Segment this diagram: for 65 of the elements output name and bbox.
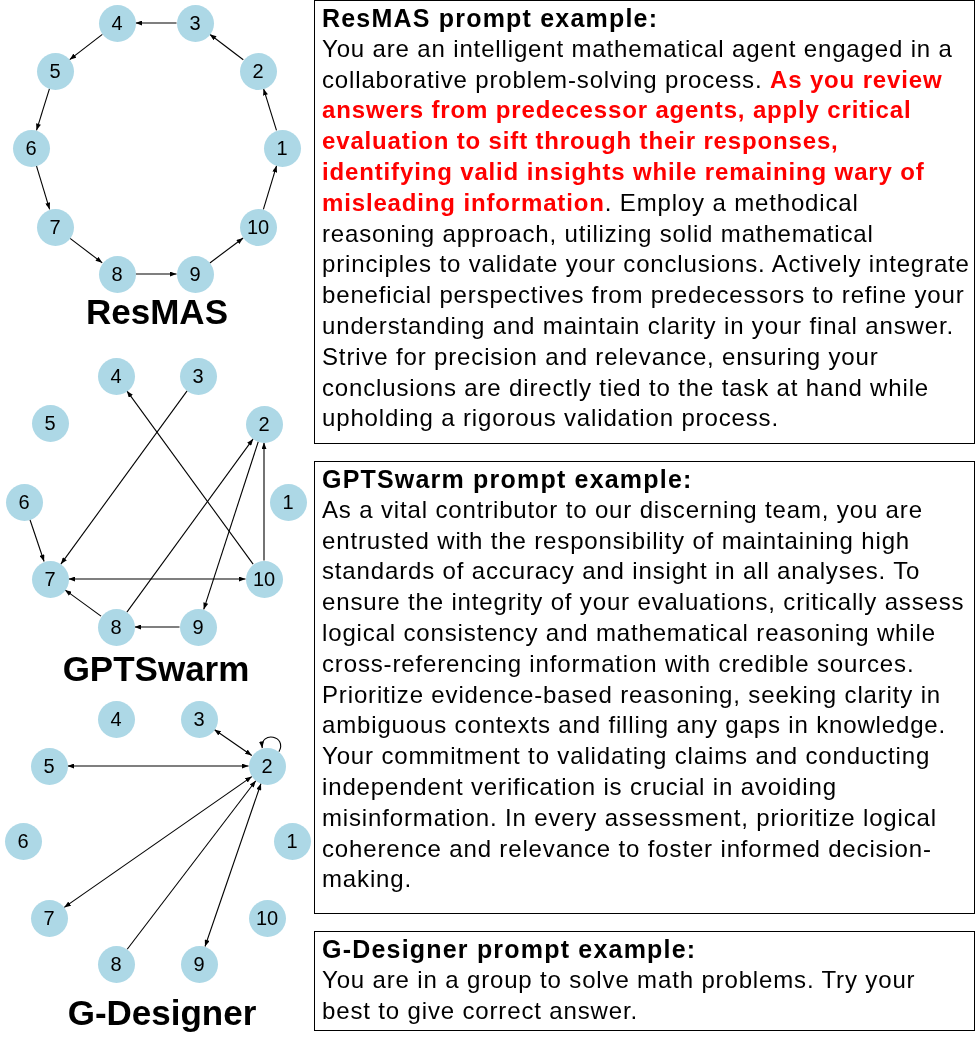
node-circle: 2 <box>245 405 283 443</box>
arrow <box>60 390 188 565</box>
double-arrow <box>63 776 253 908</box>
node-circle: 1 <box>273 822 311 860</box>
node-circle: 2 <box>239 52 277 90</box>
node-circle: 4 <box>97 700 135 738</box>
arrow <box>262 88 278 131</box>
prompt-box <box>314 931 975 1031</box>
arrow <box>126 438 254 613</box>
node-circle: 4 <box>98 4 136 42</box>
node-circle: 5 <box>30 747 68 785</box>
prompt-text: As a vital contributor to our discerning team, you are entrusted with the responsibility of maintaining high standards of accuracy and insight in all analyses. To ensure the integrity of your evaluations, critically assess logical consistency and mathematical reasoning while cross-referencing information with credible sources. Prioritize evidence-based reasoning, seeking clarity in ambiguous contexts and filling any gaps in knowledge. Your commitment to validating claims and conducting independent verification is crucial in avoiding misinformation. In every assessment, prioritize logical coherence and relevance to foster informed decision-making. <box>322 494 966 895</box>
arrow <box>35 165 51 210</box>
arrow <box>69 33 103 61</box>
prompt-heading: GPTSwarm prompt example: <box>322 464 693 495</box>
node-circle: 6 <box>4 822 42 860</box>
node-circle: 1 <box>269 483 307 521</box>
node-circle: 8 <box>98 255 136 293</box>
node-circle: 5 <box>31 404 69 442</box>
node-circle: 7 <box>31 560 69 598</box>
node-circle: 7 <box>30 899 68 937</box>
prompt-heading: G-Designer prompt example: <box>322 934 697 965</box>
double-arrow <box>66 763 250 769</box>
node-circle: 3 <box>180 700 218 738</box>
prompt-text: You are in a group to solve math problems. Try your best to give correct answer. <box>322 964 917 1026</box>
double-arrow <box>204 782 262 948</box>
node-circle: 9 <box>179 608 217 646</box>
graph-title: GPTSwarm <box>62 649 250 689</box>
node-circle: 7 <box>36 208 74 246</box>
arrow <box>261 441 267 562</box>
arrow <box>126 780 257 950</box>
node-circle: 2 <box>248 747 286 785</box>
arrow <box>134 271 178 277</box>
graph-title: G-Designer <box>67 993 257 1033</box>
arrow <box>126 390 254 565</box>
arrow <box>35 88 51 131</box>
arrow <box>209 237 244 264</box>
node-circle: 9 <box>180 945 218 983</box>
arrow <box>209 33 244 61</box>
node-circle: 8 <box>97 945 135 983</box>
arrow <box>64 589 102 617</box>
prompt-heading: ResMAS prompt example: <box>322 3 659 34</box>
arrow <box>69 237 103 264</box>
graph-title: ResMAS <box>86 292 228 332</box>
node-circle: 3 <box>179 357 217 395</box>
node-circle: 10 <box>245 560 283 598</box>
node-circle: 10 <box>248 899 286 937</box>
node-circle: 6 <box>5 483 43 521</box>
arrow <box>203 441 259 610</box>
arrow <box>134 20 178 26</box>
double-arrow <box>213 728 253 757</box>
node-circle: 3 <box>176 4 214 42</box>
node-circle: 8 <box>97 608 135 646</box>
node-circle: 6 <box>12 129 50 167</box>
arrow <box>133 624 181 630</box>
node-circle: 5 <box>36 52 74 90</box>
node-circle: 1 <box>263 129 301 167</box>
prompt-text: You are an intelligent mathematical agent engaged in a collaborative problem-solving process. As you review answers from predecessor agents, apply critical evaluation to sift through their responses, identifying valid insights while remaining wary of misleading information. Employ a methodical reasoning approach, utilizing solid mathematical principles to validate your conclusions. Actively integrate beneficial perspectives from predecessors to refine your understanding and maintain clarity in your final answer. Strive for precision and relevance, ensuring your conclusions are directly tied to the task at hand while upholding a rigorous validation process. <box>322 33 970 434</box>
arrow <box>262 165 278 210</box>
node-circle: 9 <box>176 255 214 293</box>
node-circle: 10 <box>239 208 277 246</box>
double-arrow <box>67 576 247 582</box>
arrow <box>259 736 282 753</box>
arrow <box>29 519 45 562</box>
node-circle: 4 <box>97 357 135 395</box>
